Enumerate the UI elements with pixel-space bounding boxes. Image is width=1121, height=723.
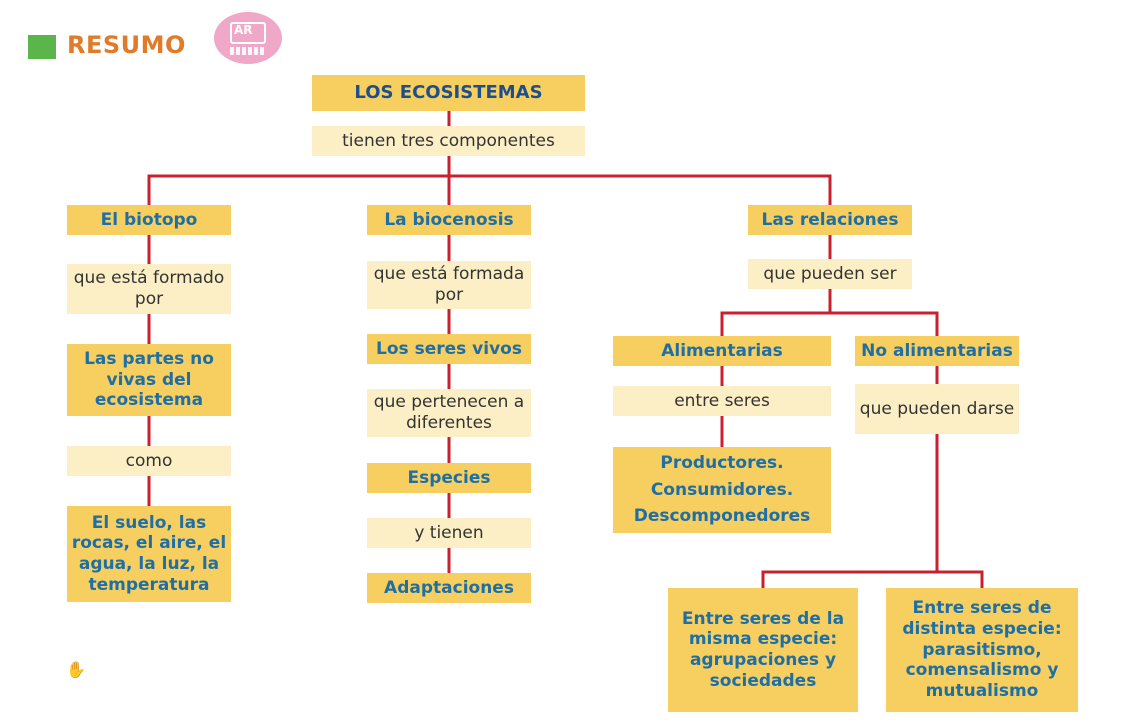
section-marker [28,35,56,59]
biotopo-node: El biotopo [67,205,231,235]
relaciones-node: Las relaciones [748,205,912,235]
alimentarias-link: entre seres [613,386,831,416]
root-node: LOS ECOSISTEMAS [312,75,585,111]
page-title: RESUMO [67,31,186,59]
biotopo-node-1: Las partes no vivas del ecosistema [67,344,231,416]
biotopo-link-2: como [67,446,231,476]
root-link: tienen tres componentes [312,126,585,156]
badge-text: AR [234,23,253,37]
biocenosis-link-1: que está formada por [367,261,531,309]
biocenosis-link-2: que pertenecen a diferentes [367,389,531,437]
biotopo-node-2: El suelo, las rocas, el aire, el agua, l… [67,506,231,602]
alimentarias-node: Alimentarias [613,336,831,366]
badge-keyboard [230,47,266,55]
relaciones-link-1: que pueden ser [748,259,912,289]
no-alimentarias-node: No alimentarias [855,336,1019,366]
biotopo-link-1: que está formado por [67,264,231,314]
misma-especie-node: Entre seres de la misma especie: agrupac… [668,588,858,712]
biocenosis-link-3: y tienen [367,518,531,548]
no-alimentarias-link: que pueden darse [855,384,1019,434]
alimentarias-result: Productores. Consumidores. Descomponedor… [613,447,831,533]
biocenosis-node-1: Los seres vivos [367,334,531,364]
hand-cursor-icon: ✋ [66,660,86,679]
biocenosis-node: La biocenosis [367,205,531,235]
biocenosis-node-3: Adaptaciones [367,573,531,603]
biocenosis-node-2: Especies [367,463,531,493]
distinta-especie-node: Entre seres de distinta especie: parasit… [886,588,1078,712]
ar-badge-icon[interactable]: AR [214,12,282,64]
badge-screen [230,22,266,44]
